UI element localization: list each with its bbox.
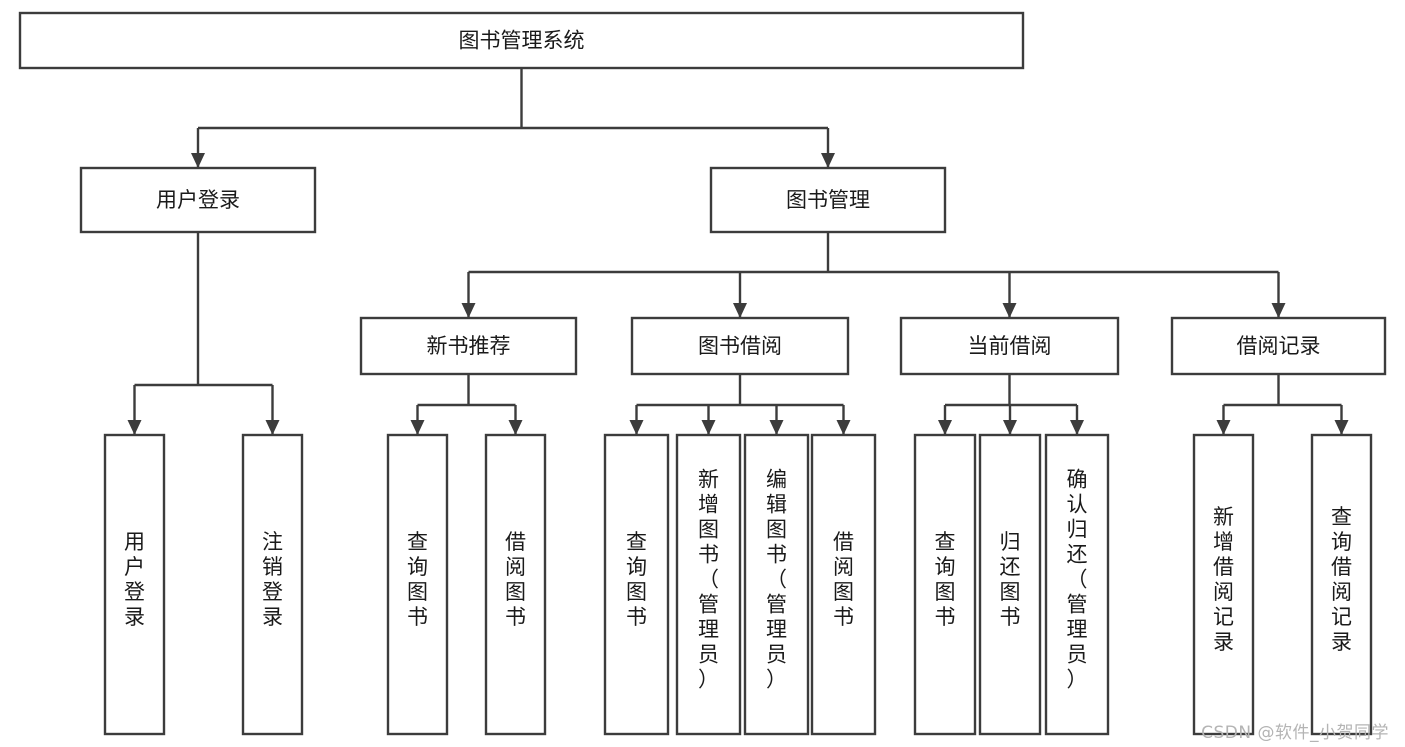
node-label: 编辑图书（管理员） xyxy=(766,468,787,692)
node-leaf-query-book-current[interactable]: 查询图书 xyxy=(913,433,977,736)
arrow-down-icon xyxy=(508,420,523,435)
node-rect xyxy=(978,433,1042,736)
arrow-down-icon xyxy=(461,303,476,318)
node-rect xyxy=(899,316,1120,376)
node-leaf-edit-book[interactable]: 编辑图书（管理员） xyxy=(743,433,810,736)
node-rect xyxy=(743,433,810,736)
arrow-down-icon xyxy=(265,420,280,435)
node-rect xyxy=(675,433,742,736)
node-label: 查询图书 xyxy=(626,530,647,629)
node-label: 用户登录 xyxy=(124,530,145,629)
node-root[interactable]: 图书管理系统 xyxy=(18,11,1025,70)
node-label: 图书借阅 xyxy=(698,334,782,358)
arrow-down-icon xyxy=(701,420,716,435)
node-book-borrow[interactable]: 图书借阅 xyxy=(630,316,850,376)
arrow-down-icon xyxy=(1271,303,1286,318)
node-label: 图书管理系统 xyxy=(459,29,585,53)
node-rect xyxy=(810,433,877,736)
node-label: 查询借阅记录 xyxy=(1331,505,1352,654)
node-rect xyxy=(709,166,947,234)
node-label: 注销登录 xyxy=(262,530,283,629)
connectors-layer xyxy=(127,68,1349,435)
node-leaf-user-login[interactable]: 用户登录 xyxy=(103,433,166,736)
node-label: 借阅图书 xyxy=(505,530,526,629)
node-label: 查询图书 xyxy=(935,530,956,629)
node-rect xyxy=(630,316,850,376)
arrow-down-icon xyxy=(127,420,142,435)
arrow-down-icon xyxy=(733,303,747,318)
arrow-down-icon xyxy=(769,420,784,435)
node-rect xyxy=(603,433,670,736)
arrow-down-icon xyxy=(1003,420,1017,435)
node-label: 当前借阅 xyxy=(968,334,1052,358)
arrow-down-icon xyxy=(938,420,952,435)
node-rect xyxy=(241,433,304,736)
node-leaf-add-book[interactable]: 新增图书（管理员） xyxy=(675,433,742,736)
node-label: 图书管理 xyxy=(786,188,870,212)
node-leaf-query-book-rec[interactable]: 查询图书 xyxy=(386,433,449,736)
node-label: 查询图书 xyxy=(407,530,428,629)
arrow-down-icon xyxy=(821,153,835,168)
node-rect xyxy=(103,433,166,736)
node-rect xyxy=(913,433,977,736)
node-leaf-return-book[interactable]: 归还图书 xyxy=(978,433,1042,736)
node-leaf-query-book-borrow[interactable]: 查询图书 xyxy=(603,433,670,736)
node-rect xyxy=(386,433,449,736)
node-label: 新增图书（管理员） xyxy=(698,468,719,692)
node-label: 新书推荐 xyxy=(427,334,511,358)
node-label: 归还图书 xyxy=(1000,530,1021,629)
nodes-layer: 图书管理系统用户登录图书管理新书推荐图书借阅当前借阅借阅记录用户登录注销登录查询… xyxy=(18,11,1387,736)
node-rect xyxy=(1044,433,1110,736)
node-rect xyxy=(79,166,317,234)
node-label: 新增借阅记录 xyxy=(1213,505,1234,654)
node-leaf-logout[interactable]: 注销登录 xyxy=(241,433,304,736)
node-rect xyxy=(1310,433,1373,736)
node-rect xyxy=(484,433,547,736)
node-borrow-records[interactable]: 借阅记录 xyxy=(1170,316,1387,376)
node-label: 确认归还（管理员） xyxy=(1067,468,1088,692)
node-leaf-query-borrow-record[interactable]: 查询借阅记录 xyxy=(1310,433,1373,736)
arrow-down-icon xyxy=(629,420,644,435)
node-label: 借阅图书 xyxy=(833,530,854,629)
node-leaf-add-borrow-record[interactable]: 新增借阅记录 xyxy=(1192,433,1255,736)
node-rect xyxy=(359,316,578,376)
arrow-down-icon xyxy=(836,420,851,435)
node-current-borrow[interactable]: 当前借阅 xyxy=(899,316,1120,376)
arrow-down-icon xyxy=(1216,420,1231,435)
arrow-down-icon xyxy=(410,420,425,435)
node-new-book-recommend[interactable]: 新书推荐 xyxy=(359,316,578,376)
arrow-down-icon xyxy=(1002,303,1017,318)
csdn-watermark: CSDN @软件_小贺同学 xyxy=(1201,723,1389,743)
node-rect xyxy=(1192,433,1255,736)
node-rect xyxy=(18,11,1025,70)
node-rect xyxy=(1170,316,1387,376)
node-book-management[interactable]: 图书管理 xyxy=(709,166,947,234)
node-leaf-borrow-book-rec[interactable]: 借阅图书 xyxy=(484,433,547,736)
node-leaf-borrow-book[interactable]: 借阅图书 xyxy=(810,433,877,736)
arrow-down-icon xyxy=(1334,420,1349,435)
arrow-down-icon xyxy=(1070,420,1084,435)
node-leaf-confirm-return[interactable]: 确认归还（管理员） xyxy=(1044,433,1110,736)
node-label: 借阅记录 xyxy=(1237,334,1321,358)
node-label: 用户登录 xyxy=(156,188,240,212)
arrow-down-icon xyxy=(191,153,205,168)
node-user-login[interactable]: 用户登录 xyxy=(79,166,317,234)
